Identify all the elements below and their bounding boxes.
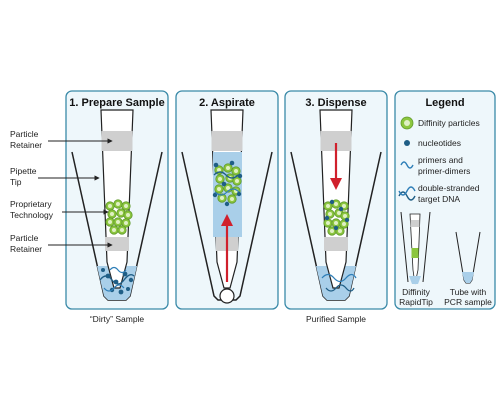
empty-tube-bottom xyxy=(219,288,235,304)
panel-prepare-title: 1. Prepare Sample xyxy=(69,97,164,109)
legend-nucleotide-icon xyxy=(404,140,410,146)
particle-retainer-top xyxy=(101,131,133,151)
legend-nucleotides-label: nucleotides xyxy=(418,138,461,148)
label-pipette-tip-2: Tip xyxy=(10,177,22,187)
legend-dna-label-2: target DNA xyxy=(418,194,460,204)
label-technology-1: Proprietary xyxy=(10,199,52,209)
label-pipette-tip-1: Pipette xyxy=(10,166,37,176)
legend-tube-label-2: PCR sample xyxy=(444,297,492,307)
panel-aspirate-title: 2. Aspirate xyxy=(199,97,255,109)
legend-dna-label-1: double-stranded xyxy=(418,183,480,193)
legend-primer-icon xyxy=(400,161,414,169)
legend-tube-label-1: Tube with xyxy=(450,287,487,297)
panel-prepare: 1. Prepare Sample “Dirty” Sample xyxy=(65,90,169,324)
panel-legend: Legend Diffinity particles nucleotides p… xyxy=(394,90,496,310)
legend-primers-label-1: primers and xyxy=(418,155,463,165)
particle-retainer-bottom xyxy=(105,237,129,251)
legend-rapidtip-label-2: RapidTip xyxy=(399,297,433,307)
dispense-arrowhead xyxy=(330,178,342,190)
panel-aspirate: 2. Aspirate xyxy=(175,90,279,310)
legend-primers-label-2: primer-dimers xyxy=(418,166,470,176)
legend-rapidtip-icon xyxy=(400,211,431,285)
particles-with-nucleotides xyxy=(212,160,243,207)
label-retainer-bottom-2: Retainer xyxy=(10,244,42,254)
panel-dispense: 3. Dispense Purified Sample xyxy=(284,90,388,324)
legend-particles-label: Diffinity particles xyxy=(418,118,480,128)
purified-dna xyxy=(321,273,357,292)
particles-holding-nucleotides xyxy=(323,199,350,236)
label-retainer-top-1: Particle xyxy=(10,129,39,139)
legend-tube-icon xyxy=(455,231,481,284)
label-retainer-bottom-1: Particle xyxy=(10,233,39,243)
panel-prepare-caption: “Dirty” Sample xyxy=(90,314,145,324)
legend-dna-icon xyxy=(398,186,416,201)
aspirate-arrowhead xyxy=(221,214,233,226)
label-retainer-top-2: Retainer xyxy=(10,140,42,150)
legend-particle-icon xyxy=(400,116,414,130)
panel-dispense-caption: Purified Sample xyxy=(306,314,366,324)
legend-title: Legend xyxy=(425,97,464,109)
retainer-top-dispense xyxy=(320,131,352,151)
legend-rapidtip-label-1: Diffinity xyxy=(402,287,430,297)
panel-dispense-title: 3. Dispense xyxy=(305,97,366,109)
label-technology-2: Technology xyxy=(10,210,54,220)
retainer-top-aspirate xyxy=(211,131,243,151)
left-labels: Particle Retainer Pipette Tip Proprietar… xyxy=(10,129,113,254)
retainer-bottom-dispense xyxy=(324,237,348,251)
sample-contaminants xyxy=(99,266,135,295)
